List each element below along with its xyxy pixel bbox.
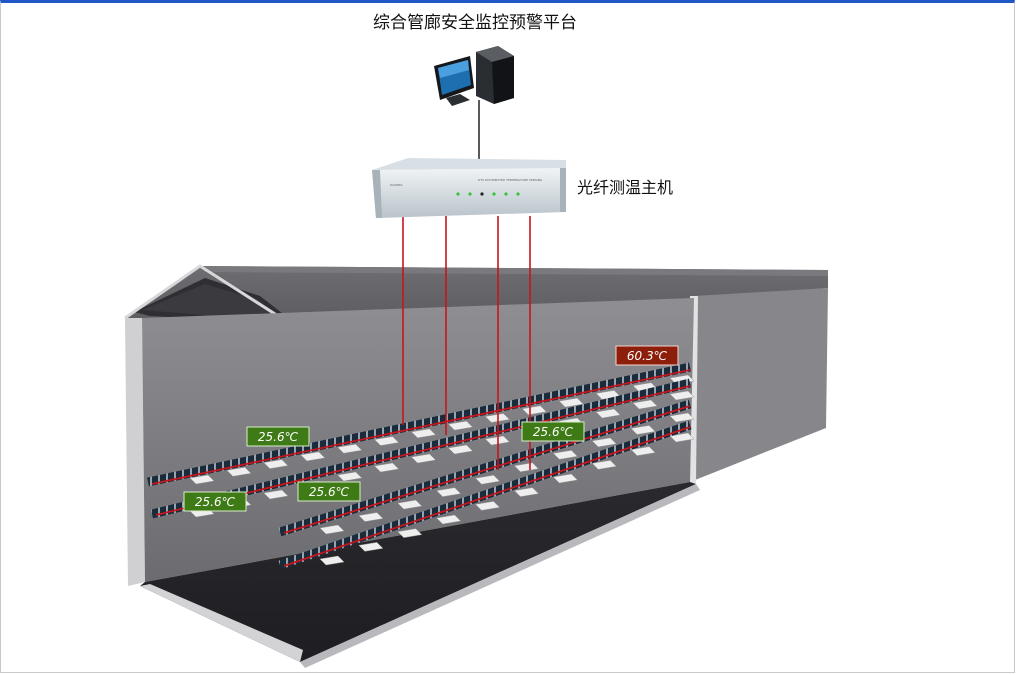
cable-bracket [300, 451, 326, 462]
cable-bracket [411, 453, 437, 464]
temp-value: 25.6℃ [533, 425, 574, 439]
cable-bracket [591, 460, 617, 470]
cable-bracket [263, 459, 289, 469]
cable-bracket [436, 514, 462, 525]
dts-host-unit: DASENG DTS DISTRIBUTED TEMPERATURE SENSI… [372, 158, 566, 218]
host-model: DTS DISTRIBUTED TEMPERATURE SENSING [478, 178, 543, 182]
cable-bracket [319, 555, 345, 566]
cable-bracket [552, 450, 578, 460]
tunnel-floor [140, 482, 696, 662]
temp-tag-upper-right: 25.6℃ [521, 421, 585, 442]
cable-bracket [513, 487, 539, 497]
cable-bracket [669, 390, 695, 401]
cable-bracket [558, 397, 584, 408]
cable-bracket [337, 471, 363, 482]
cable-bracket [374, 462, 400, 473]
cable-bracket [669, 412, 695, 423]
temp-value: 25.6℃ [258, 430, 299, 444]
temp-value: 60.3℃ [627, 349, 668, 363]
temp-tag-alarm: 60.3℃ [615, 345, 679, 366]
cable-bracket [436, 487, 462, 497]
cable-bracket [475, 474, 501, 485]
cable-bracket [552, 473, 578, 484]
host-label: 光纤测温主机 [577, 178, 674, 197]
cable-bracket [591, 437, 617, 448]
cable-bracket [358, 512, 384, 522]
temp-value: 25.6℃ [195, 495, 236, 509]
temp-tag-lower-mid: 25.6℃ [297, 481, 361, 502]
cable-bracket [595, 408, 621, 419]
cable-bracket [521, 405, 547, 416]
cable-bracket [447, 444, 473, 455]
cable-bracket [337, 443, 363, 454]
fiber-line-bottom [283, 426, 691, 567]
fiber-line-third [283, 405, 691, 534]
cable-bracket [630, 425, 656, 435]
cable-bracket [397, 528, 423, 538]
tunnel [124, 264, 828, 668]
cable-bracket [411, 428, 437, 439]
cable-top [147, 362, 691, 487]
temp-tag-upper-left: 25.6℃ [246, 426, 310, 447]
temp-value: 25.6℃ [309, 485, 350, 499]
cable-bracket [669, 432, 695, 443]
cable-bottom [278, 420, 692, 570]
cable-bracket [632, 399, 658, 410]
cable-bracket [513, 462, 539, 473]
cable-bracket [189, 474, 215, 485]
page-title: 综合管廊安全监控预警平台 [373, 13, 577, 33]
cable-bracket [319, 524, 345, 535]
cable-bracket [630, 446, 656, 456]
cable-bracket [447, 420, 473, 431]
cable-bracket [397, 499, 423, 510]
cable-third [278, 399, 692, 537]
host-brand: DASENG [390, 183, 403, 187]
cable-bracket [226, 467, 252, 477]
cable-bracket [475, 501, 501, 511]
tunnel-end-face [690, 288, 828, 482]
tunnel-back-wall [142, 298, 694, 582]
fiber-line-top [151, 369, 691, 485]
cable-bracket [263, 489, 289, 500]
computer-icon [434, 46, 514, 106]
cable-bracket [374, 436, 400, 446]
cable-bracket [358, 542, 384, 552]
temp-tag-lower-left: 25.6℃ [183, 491, 247, 512]
